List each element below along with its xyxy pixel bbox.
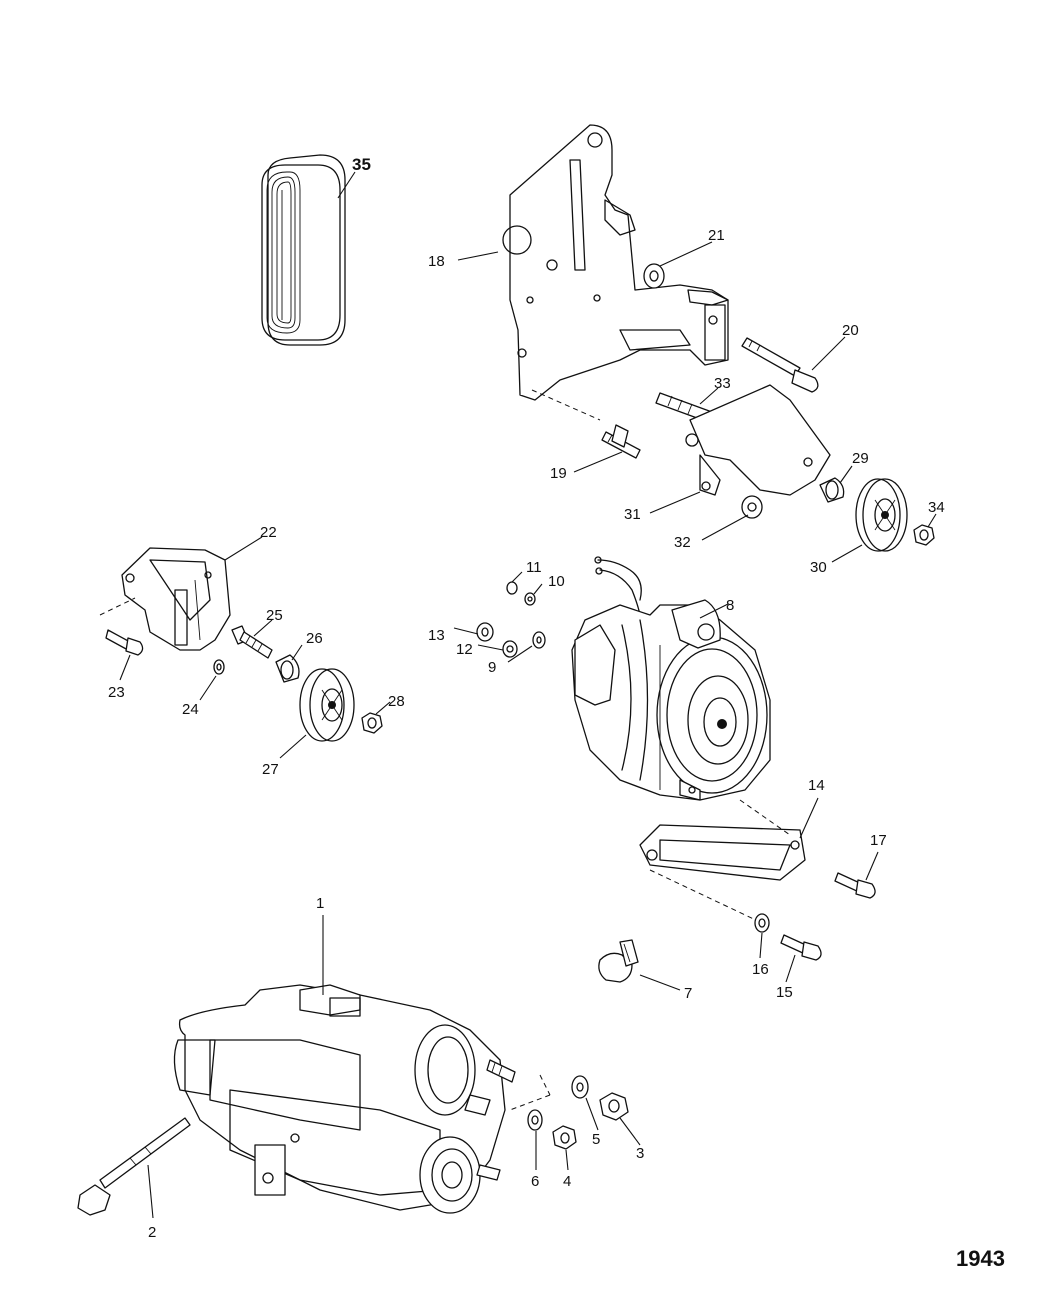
figure-number: 1943: [956, 1246, 1005, 1271]
washer-part-11: [506, 581, 518, 595]
nut-part-10: [524, 592, 536, 606]
callout-30: 30: [810, 559, 827, 576]
starter-motor-part: [173, 984, 551, 1214]
callout-17: 17: [870, 832, 887, 849]
bushing-part: [819, 477, 845, 503]
washer-part: [213, 659, 225, 675]
callout-3: 3: [636, 1145, 644, 1162]
bolt-part-23: [105, 629, 144, 656]
callout-14: 14: [808, 777, 825, 794]
callout-1: 1: [316, 895, 324, 912]
callout-9: 9: [488, 659, 496, 676]
callout-10: 10: [548, 573, 565, 590]
mounting-bracket-part: [502, 124, 729, 421]
bolt-part: [741, 337, 819, 393]
lock-washer-part: [571, 1075, 589, 1099]
drive-belt-part: [261, 154, 346, 346]
alternator-part: [571, 556, 771, 801]
callout-33: 33: [714, 375, 731, 392]
callout-5: 5: [592, 1131, 600, 1148]
callout-4: 4: [563, 1173, 571, 1190]
callout-22: 22: [260, 524, 277, 541]
callout-12: 12: [456, 641, 473, 658]
callout-15: 15: [776, 984, 793, 1001]
tensioner-pulley-part: [299, 668, 355, 742]
callout-28: 28: [388, 693, 405, 710]
callout-20: 20: [842, 322, 859, 339]
callout-2: 2: [148, 1224, 156, 1241]
callout-24: 24: [182, 701, 199, 718]
idler-pulley-part: [855, 478, 908, 552]
callout-32: 32: [674, 534, 691, 551]
tensioner-bracket-part: [99, 547, 231, 651]
nut-part-28: [361, 712, 383, 734]
adjusting-arm-part: [685, 384, 831, 496]
terminal-boot-part: [598, 939, 639, 983]
callout-27: 27: [262, 761, 279, 778]
lock-washer-part-6: [527, 1109, 543, 1131]
callout-35: 35: [352, 155, 371, 174]
nut-part-13: [476, 622, 494, 642]
washer-part-16: [754, 913, 770, 933]
callout-6: 6: [531, 1173, 539, 1190]
bolt-part-15: [780, 934, 822, 961]
callout-19: 19: [550, 465, 567, 482]
nut-part-32: [741, 495, 763, 519]
callout-11: 11: [526, 559, 542, 576]
callout-26: 26: [306, 630, 323, 647]
callout-25: 25: [266, 607, 283, 624]
brace-part: [639, 799, 806, 923]
callout-8: 8: [726, 597, 734, 614]
nut-part: [643, 263, 665, 289]
nut-part-12: [502, 640, 518, 658]
callout-7: 7: [684, 985, 692, 1002]
callout-34: 34: [928, 499, 945, 516]
bushing-part-26: [275, 654, 300, 683]
washer-part-9: [532, 631, 546, 649]
callout-18: 18: [428, 253, 445, 270]
through-bolt-part: [77, 1117, 191, 1216]
callout-13: 13: [428, 627, 445, 644]
callout-23: 23: [108, 684, 125, 701]
nut-part-3: [599, 1092, 629, 1121]
callout-16: 16: [752, 961, 769, 978]
bolt-part-17: [834, 872, 876, 899]
callout-31: 31: [624, 506, 641, 523]
tensioner-bolt-part: [231, 625, 273, 659]
callout-29: 29: [852, 450, 869, 467]
nut-part-4: [552, 1125, 577, 1150]
callout-21: 21: [708, 227, 725, 244]
stud-part-19: [601, 424, 641, 459]
nut-part-34: [913, 524, 935, 546]
